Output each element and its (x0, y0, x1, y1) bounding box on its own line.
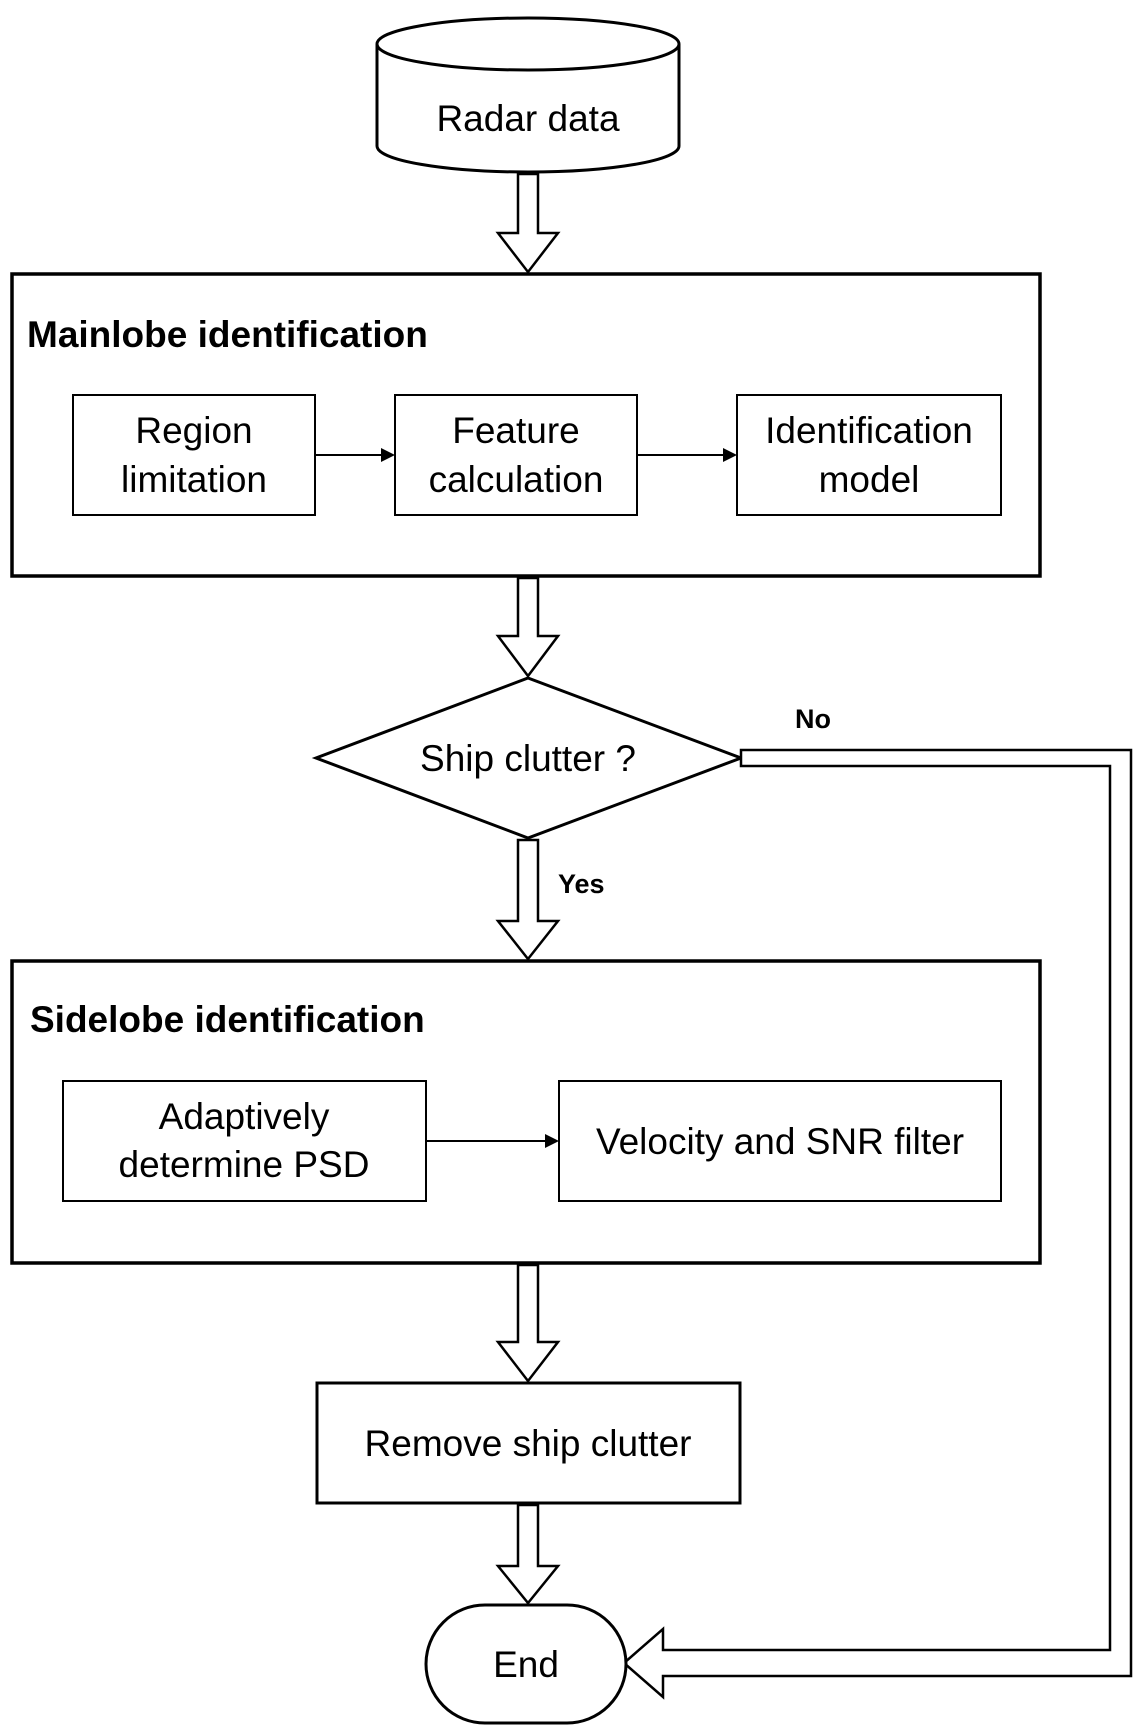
arrowhead-feature-to-model (723, 448, 737, 462)
arrow-no-to-end (622, 748, 1133, 1700)
arrow-radar-to-mainlobe (495, 172, 561, 275)
feature-calculation-label-line1: Feature (452, 410, 580, 451)
identification-model-label-line2: model (819, 459, 920, 500)
adaptively-determine-psd-node: Adaptively determine PSD (62, 1080, 427, 1202)
arrow-mainlobe-to-decision (495, 576, 561, 679)
end-node: End (424, 1603, 628, 1725)
yes-label: Yes (558, 869, 605, 899)
sidelobe-title: Sidelobe identification (30, 999, 425, 1040)
velocity-snr-filter-label: Velocity and SNR filter (596, 1121, 964, 1162)
remove-ship-clutter-node: Remove ship clutter (315, 1381, 742, 1505)
feature-calculation-node: Feature calculation (394, 394, 638, 516)
no-label: No (795, 704, 831, 734)
adaptively-psd-label-line2: determine PSD (119, 1144, 370, 1185)
adaptively-psd-label-line1: Adaptively (159, 1096, 330, 1137)
region-limitation-label-line1: Region (135, 410, 252, 451)
radar-data-label: Radar data (436, 98, 619, 139)
arrow-yes-to-sidelobe (495, 838, 561, 962)
region-limitation-label-line2: limitation (121, 459, 267, 500)
arrowhead-psd-to-filter (545, 1134, 559, 1148)
arrowhead-region-to-feature (381, 448, 395, 462)
velocity-snr-filter-node: Velocity and SNR filter (558, 1080, 1002, 1202)
region-limitation-node: Region limitation (72, 394, 316, 516)
sidelobe-identification-group: Sidelobe identification Adaptively deter… (10, 959, 1042, 1265)
mainlobe-title: Mainlobe identification (27, 314, 428, 355)
mainlobe-identification-group: Mainlobe identification Region limitatio… (10, 272, 1042, 578)
decision-label: Ship clutter ? (420, 738, 636, 779)
arrow-sidelobe-to-remove (495, 1263, 561, 1384)
radar-data-node: Radar data (375, 16, 681, 174)
arrow-remove-to-end (495, 1503, 561, 1605)
identification-model-node: Identification model (736, 394, 1002, 516)
feature-calculation-label-line2: calculation (429, 459, 604, 500)
identification-model-label-line1: Identification (765, 410, 973, 451)
remove-ship-clutter-label: Remove ship clutter (365, 1423, 692, 1464)
end-label: End (493, 1644, 559, 1685)
ship-clutter-decision-node: Ship clutter ? (311, 676, 746, 840)
